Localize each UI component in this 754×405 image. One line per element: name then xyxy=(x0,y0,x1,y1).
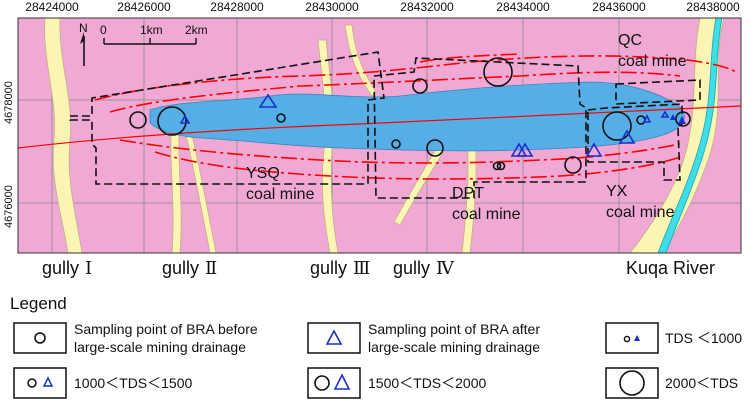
sample-before xyxy=(129,111,147,129)
mine-type: coal mine xyxy=(246,186,315,203)
legend-box-before xyxy=(13,322,67,354)
sample-before xyxy=(492,161,502,171)
x-tick-label: 28436000 xyxy=(592,0,646,14)
sample-before xyxy=(391,139,401,149)
qc-boundary xyxy=(615,79,701,105)
sample-before xyxy=(426,139,444,157)
yx-boundary xyxy=(587,103,683,181)
sample-after xyxy=(660,110,670,118)
samples-after-filled xyxy=(670,114,686,124)
legend-tds2-label: 1000＜TDS＜1500 xyxy=(74,375,193,391)
kuqa-river xyxy=(657,18,723,253)
mine-name: DPT xyxy=(452,185,484,202)
dpt-boundary xyxy=(373,57,587,199)
sample-after xyxy=(179,114,191,124)
legend-box-tds1 xyxy=(605,322,659,354)
mine-label-ysq: YSQ coal mine xyxy=(246,163,314,205)
legend-symbols xyxy=(13,322,659,399)
mine-name: QC xyxy=(618,32,642,49)
sample-after xyxy=(678,116,686,124)
legend-box-after xyxy=(307,322,361,354)
scale-bar xyxy=(103,38,197,45)
mine-label-yx: YX coal mine xyxy=(606,181,674,223)
sample-before xyxy=(483,57,513,87)
gully-4b-deposit xyxy=(461,126,477,253)
gully-deposits xyxy=(44,18,725,253)
x-tick-label: 28428000 xyxy=(210,0,264,14)
scale-label: 2km xyxy=(185,23,208,37)
legend-title: Legend xyxy=(10,294,67,313)
sample-after xyxy=(618,129,636,144)
sample-after xyxy=(670,114,676,120)
scale-label: 0 xyxy=(100,23,107,37)
sample-before xyxy=(602,111,632,141)
gully-2b-deposit xyxy=(181,117,217,253)
gully-3b-deposit xyxy=(344,24,377,97)
legend-tds4-label: 2000＜TDS xyxy=(665,375,739,391)
y-tick-label: 4678000 xyxy=(3,81,15,124)
mine-type: coal mine xyxy=(618,53,687,70)
mine-type: coal mine xyxy=(606,204,675,221)
legend-tds1-label: TDS ＜1000 xyxy=(665,330,743,346)
x-tick-label: 28432000 xyxy=(400,0,454,14)
sample-after xyxy=(516,142,534,157)
mine-label-dpt: DPT coal mine xyxy=(452,183,520,225)
sample-before xyxy=(412,78,428,94)
samples-after xyxy=(179,93,670,157)
mine-name: YX xyxy=(606,183,628,200)
legend-before-label: Sampling point of BRA before large-scale… xyxy=(74,321,258,355)
legend-box-tds4 xyxy=(605,367,659,399)
scale-label: 1km xyxy=(140,23,163,37)
x-tick-label: 28424000 xyxy=(25,0,79,14)
sample-before xyxy=(675,111,691,127)
mine-name: YSQ xyxy=(246,165,280,182)
gully-1-deposit xyxy=(44,18,83,253)
sample-before xyxy=(564,156,582,174)
mine-label-qc: QC coal mine xyxy=(618,30,686,72)
legend-after-label: Sampling point of BRA after large-scale … xyxy=(368,321,540,355)
legend-tds3-label: 1500＜TDS＜2000 xyxy=(368,375,487,391)
samples-before xyxy=(129,57,691,174)
ysq-boundary xyxy=(69,51,385,185)
sample-before xyxy=(157,106,187,136)
river-label: Kuqa River xyxy=(626,258,716,278)
legend-box-tds2 xyxy=(13,367,67,399)
x-tick-label: 28426000 xyxy=(117,0,171,14)
north-label: N xyxy=(79,21,88,35)
mine-type: coal mine xyxy=(452,206,521,223)
aquifer-boundary xyxy=(94,53,737,180)
y-tick-label: 4676000 xyxy=(3,185,15,228)
x-tick-label: 28430000 xyxy=(305,0,359,14)
x-tick-label: 28434000 xyxy=(496,0,550,14)
sample-before xyxy=(276,113,286,123)
gully-2-deposit xyxy=(170,119,182,253)
sample-before xyxy=(496,161,506,171)
sample-after xyxy=(585,142,603,157)
sample-after xyxy=(258,93,278,108)
mine-boundaries xyxy=(69,51,701,199)
north-arrow-icon xyxy=(80,32,85,66)
sample-after xyxy=(642,114,652,123)
x-tick-label: 28438000 xyxy=(686,0,740,14)
legend-box-tds3 xyxy=(307,367,361,399)
